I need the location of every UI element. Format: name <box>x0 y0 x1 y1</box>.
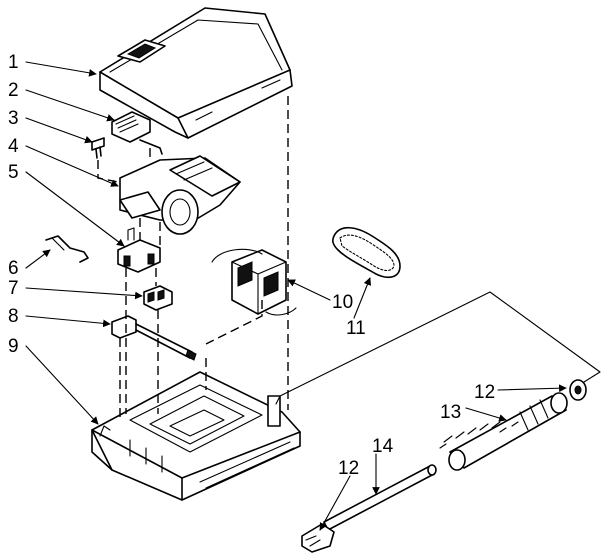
leader-lines <box>25 61 567 531</box>
drive-belt-part <box>332 226 401 279</box>
power-cord-part <box>111 315 197 361</box>
callout-14: 14 <box>372 436 394 457</box>
bracket-part <box>211 248 297 316</box>
top-cover-part <box>99 7 293 139</box>
brush-roll-part <box>439 392 568 471</box>
terminal-clip-part <box>45 235 89 263</box>
callout-9: 9 <box>8 336 19 357</box>
connector-part <box>143 285 173 311</box>
callout-8: 8 <box>8 306 19 327</box>
callout-7: 7 <box>8 278 19 299</box>
end-cap-upper-part <box>569 379 587 401</box>
callout-5: 5 <box>8 162 19 183</box>
base-housing-part <box>91 371 301 501</box>
callout-labels: 1 2 3 4 5 6 7 8 9 10 11 12 13 14 12 <box>8 52 495 479</box>
callout-2: 2 <box>8 80 19 101</box>
callout-12-lower: 12 <box>338 458 359 479</box>
callout-4: 4 <box>8 136 19 157</box>
callout-3: 3 <box>8 108 19 129</box>
callout-13: 13 <box>440 402 461 423</box>
callout-6: 6 <box>8 258 19 279</box>
callout-10: 10 <box>332 292 353 313</box>
callout-11: 11 <box>346 318 366 339</box>
callout-12-upper: 12 <box>474 382 495 403</box>
callout-1: 1 <box>8 52 19 73</box>
end-cap-lower-part <box>301 523 335 553</box>
switch-button-part <box>111 111 163 155</box>
assembly-guide-lines <box>97 96 601 420</box>
screw-part <box>91 137 105 159</box>
switch-part <box>117 227 161 273</box>
motor-housing-part <box>119 155 241 235</box>
